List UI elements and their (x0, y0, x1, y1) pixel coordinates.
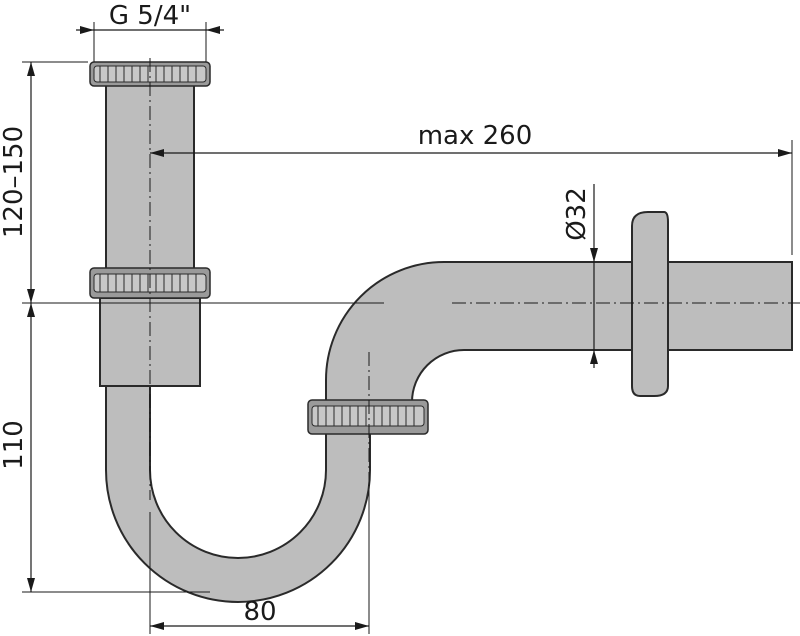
diameter-label: Ø32 (562, 187, 592, 241)
dimension-tube-height: 120–150 (0, 61, 384, 304)
dimension-trap-height: 110 (0, 303, 210, 593)
siphon-body (100, 82, 792, 602)
siphon-outlines (99, 84, 793, 603)
top-nut (89, 61, 211, 87)
trap-nut (307, 399, 429, 435)
dimension-spacing: 80 (149, 492, 370, 634)
dimension-diameter: Ø32 (562, 184, 598, 368)
center-lines (149, 58, 800, 500)
thread-label: G 5/4" (109, 1, 191, 31)
dimension-thread: G 5/4" (76, 1, 224, 62)
tube-height-label: 120–150 (0, 126, 29, 238)
trap-height-label: 110 (0, 420, 29, 470)
dimension-max-length: max 260 (150, 121, 793, 255)
spacing-label: 80 (243, 597, 276, 627)
max-length-label: max 260 (418, 121, 533, 151)
